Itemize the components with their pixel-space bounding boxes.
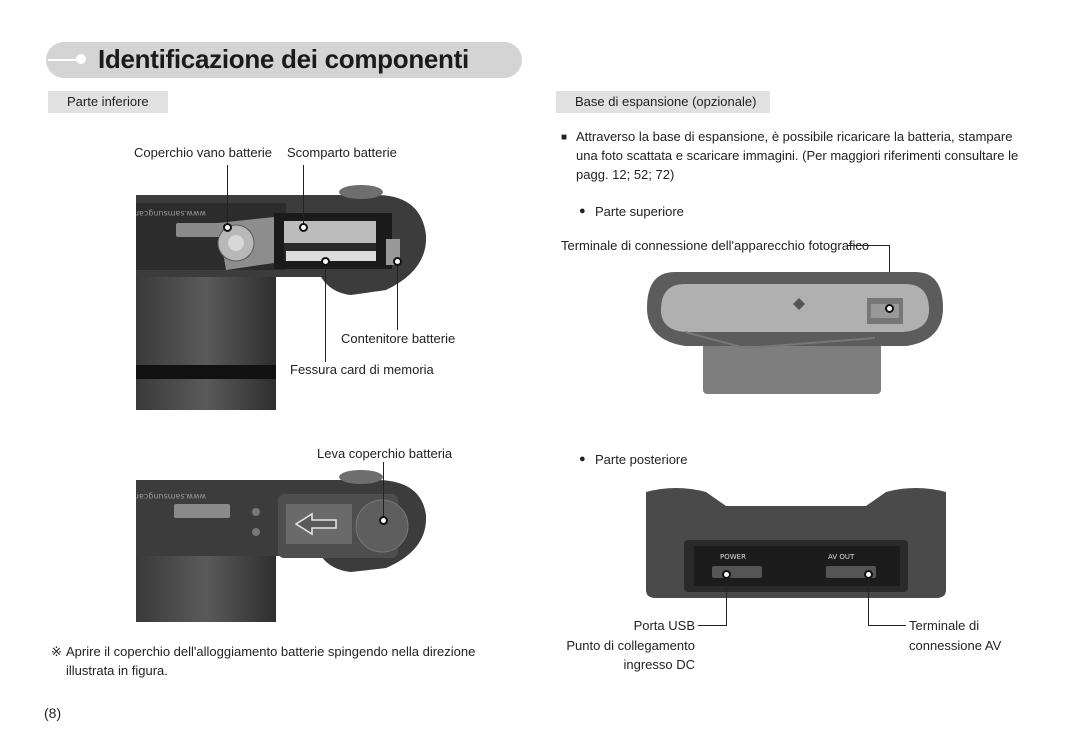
label-battery-compartment: Scomparto batterie bbox=[287, 145, 397, 160]
title-banner bbox=[46, 42, 522, 78]
camera-bottom-closed-image: www.samsungcamera.com bbox=[136, 470, 427, 622]
bullet-round: ● bbox=[579, 205, 586, 217]
leader-line bbox=[868, 578, 869, 626]
label-dc-connection: Punto di collegamento bbox=[566, 638, 695, 653]
intro-text: Attraverso la base di espansione, è poss… bbox=[576, 129, 1019, 182]
label-camera-terminal: Terminale di connessione dell'apparecchi… bbox=[561, 238, 870, 253]
leader-line bbox=[397, 262, 398, 330]
port-power-text: POWER bbox=[720, 553, 746, 561]
section-header-expansion-base: Base di espansione (opzionale) bbox=[556, 91, 770, 113]
callout-dot-camera-terminal bbox=[885, 304, 894, 313]
leader-line bbox=[383, 462, 384, 520]
bullet-square: ■ bbox=[561, 132, 568, 143]
callout-dot-battery-holder bbox=[393, 257, 402, 266]
port-av-text: AV OUT bbox=[828, 553, 855, 561]
note-text: Aprire il coperchio dell'alloggiamento b… bbox=[66, 644, 476, 678]
leader-line bbox=[325, 262, 326, 362]
label-av-terminal-1: Terminale di bbox=[909, 618, 980, 633]
dock-rear-view-image: POWER AV OUT bbox=[646, 488, 946, 598]
callout-dot-cover-lever bbox=[379, 516, 388, 525]
leader-line bbox=[868, 625, 906, 626]
label-top-view: Parte superiore bbox=[595, 204, 684, 219]
leader-line bbox=[303, 165, 304, 227]
page-number: (8) bbox=[44, 705, 62, 721]
label-usb-port: Porta USB bbox=[633, 618, 695, 633]
label-battery-holder: Contenitore batterie bbox=[341, 331, 456, 346]
leader-line bbox=[227, 165, 228, 227]
leader-line bbox=[848, 245, 890, 246]
title-decoration-line bbox=[48, 59, 82, 61]
label-rear-view: Parte posteriore bbox=[595, 452, 688, 467]
label-battery-cover: Coperchio vano batterie bbox=[134, 145, 273, 160]
title-decoration-dot bbox=[76, 54, 86, 64]
label-dc-input: ingresso DC bbox=[623, 657, 695, 672]
bullet-round-2: ● bbox=[579, 453, 586, 465]
callout-dot-memory-slot bbox=[321, 257, 330, 266]
label-memory-slot: Fessura card di memoria bbox=[290, 362, 434, 377]
section-header-bottom-view: Parte inferiore bbox=[48, 91, 168, 113]
page-title: Identificazione dei componenti bbox=[98, 44, 469, 74]
label-cover-lever: Leva coperchio batteria bbox=[317, 446, 453, 461]
leader-line bbox=[698, 625, 727, 626]
svg-text:www.samsungcamera.com: www.samsungcamera.com bbox=[136, 492, 206, 501]
camera-url-text: www.samsungcamera.com bbox=[136, 209, 206, 218]
dock-top-view-image bbox=[647, 272, 943, 394]
callout-dot-battery-cover bbox=[223, 223, 232, 232]
callout-dot-battery-compartment bbox=[299, 223, 308, 232]
label-av-terminal-2: connessione AV bbox=[909, 638, 1002, 653]
note-symbol: ※ bbox=[51, 644, 62, 659]
leader-line bbox=[726, 578, 727, 626]
